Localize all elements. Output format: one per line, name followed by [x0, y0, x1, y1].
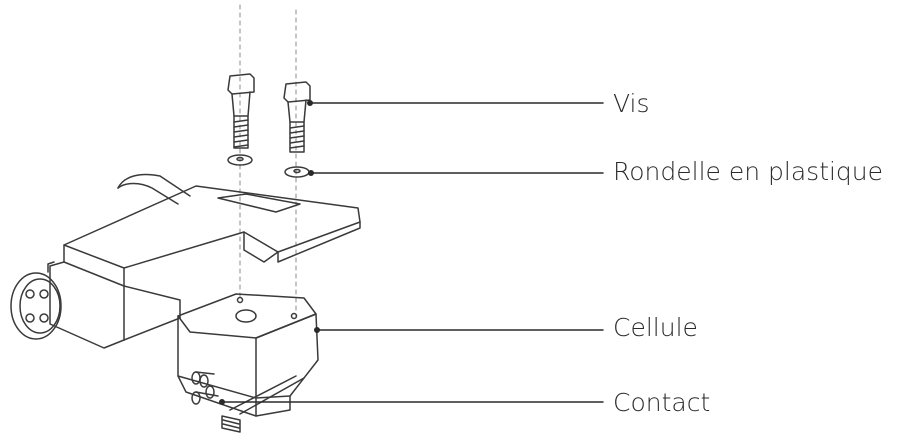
screw-left [227, 73, 255, 149]
screw-right [283, 81, 311, 153]
label-contact: Contact [613, 388, 711, 417]
cartridge [177, 293, 319, 433]
leader-dots [219, 100, 320, 405]
leader-lines [221, 102, 604, 403]
washer-right [284, 166, 310, 178]
alignment-guides [239, 4, 297, 319]
headshell [10, 173, 361, 349]
label-plastic-washer: Rondelle en plastique [613, 157, 884, 186]
label-cartridge: Cellule [613, 313, 698, 342]
label-screw: Vis [613, 89, 650, 118]
washer-left [227, 154, 253, 166]
